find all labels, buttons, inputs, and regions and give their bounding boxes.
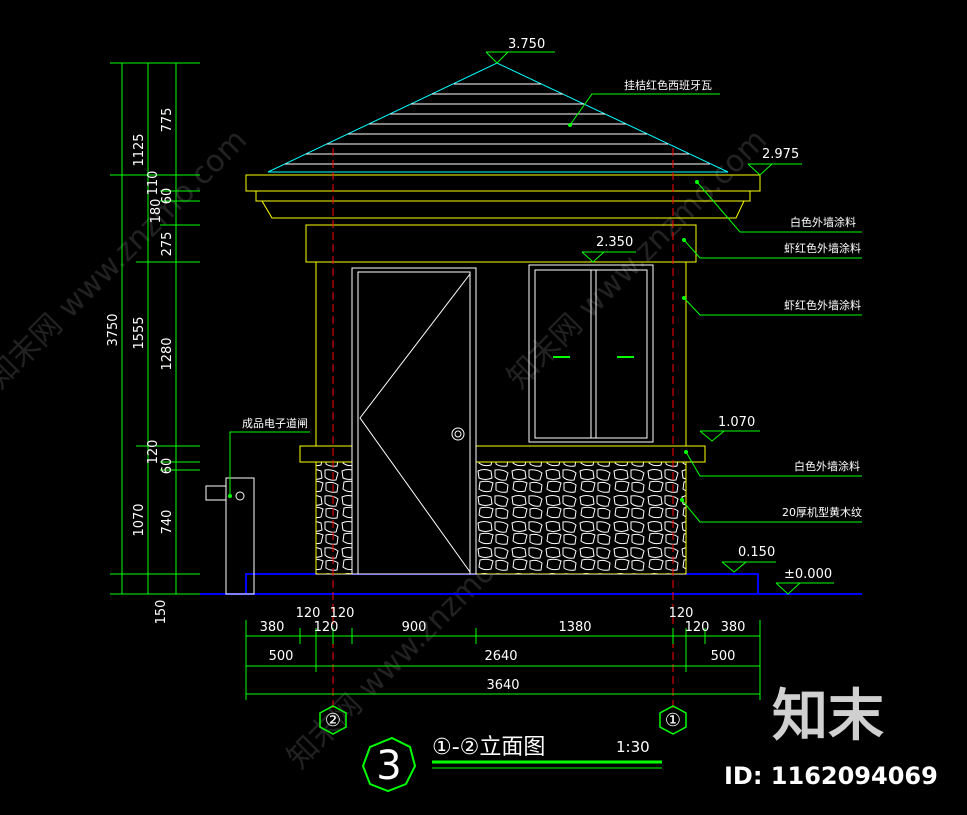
axis-label-right: ① (665, 710, 681, 731)
door-knob-icon (451, 427, 465, 441)
axis-lines (332, 148, 674, 708)
door (351, 267, 477, 575)
dim-eave1: 110 (146, 171, 161, 196)
note-sill: 白色外墙涂料 (794, 459, 860, 473)
stone-plinth-right (475, 461, 687, 575)
dim-h-total: 3640 (486, 678, 519, 693)
note-wall: 虾红色外墙涂料 (784, 298, 861, 312)
dim-h-g: 380 (721, 620, 746, 635)
elev-sill: 1.070 (718, 415, 755, 430)
window (528, 264, 654, 443)
sheet-badge (361, 736, 417, 793)
elev-plinth: 0.150 (738, 545, 775, 560)
dim-sill1: 120 (146, 440, 161, 465)
id-label: ID: 1162094069 (724, 762, 938, 790)
note-stone: 20厚机型黄木纹 (782, 505, 862, 519)
elev-eave: 2.975 (762, 147, 799, 162)
dim-plinth: 740 (160, 510, 175, 535)
dim-band: 275 (160, 232, 175, 257)
dim-window: 1280 (160, 337, 175, 370)
electronic-gate (205, 477, 255, 595)
note-band: 虾红色外墙涂料 (784, 241, 861, 255)
title-block: 3 ①-②立面图 1:30 (361, 735, 662, 793)
elev-ridge: 3.750 (508, 37, 545, 52)
dim-h-c: 120 (314, 620, 339, 635)
dim-h-d: 120 (330, 606, 355, 621)
dim-h-door: 900 (402, 620, 427, 635)
dim-h-right: 500 (711, 649, 736, 664)
note-leaders (229, 93, 862, 523)
stone-plinth-left (315, 461, 353, 575)
dim-eave2: 60 (160, 188, 175, 205)
dim-sill2: 60 (160, 458, 175, 475)
drawing-scale: 1:30 (616, 738, 650, 756)
dim-roof-mid: 1125 (132, 133, 147, 166)
drawing-title: ①-②立面图 (432, 735, 545, 760)
roof (267, 62, 729, 173)
vertical-dimensions (110, 62, 200, 595)
note-dots (228, 123, 699, 502)
dim-h-left: 500 (269, 649, 294, 664)
dim-wall-mid: 1555 (132, 316, 147, 349)
dim-roof-inner: 775 (160, 108, 175, 133)
note-fascia: 白色外墙涂料 (790, 215, 856, 229)
dim-h-a: 380 (260, 620, 285, 635)
dim-h-mid: 2640 (484, 649, 517, 664)
dim-h-b: 120 (296, 606, 321, 621)
dim-total-height: 3750 (106, 313, 121, 346)
sheet-number: 3 (376, 743, 401, 789)
axis-bubbles: ② ① (319, 705, 687, 735)
dim-h-f: 120 (685, 620, 710, 635)
dim-base-mid: 1070 (132, 503, 147, 536)
note-gate: 成品电子道闸 (242, 416, 308, 430)
brand-logo: 知末 (772, 684, 884, 749)
elevation-markers (485, 51, 834, 595)
dim-eave3: 180 (149, 199, 164, 224)
eave (245, 174, 761, 263)
elev-window-top: 2.350 (596, 235, 633, 250)
dim-base-outer: 150 (154, 600, 169, 625)
dim-h-window: 1380 (558, 620, 591, 635)
dim-h-e: 120 (669, 606, 694, 621)
horizontal-dimensions (245, 620, 761, 700)
note-roof: 挂桔红色西班牙瓦 (624, 78, 712, 92)
axis-label-left: ② (325, 710, 341, 731)
svg-text:知末网 www.znzmo.com: 知末网 www.znzmo.com (0, 123, 254, 396)
roof-tiles (285, 83, 710, 165)
elev-ground: ±0.000 (784, 567, 832, 582)
